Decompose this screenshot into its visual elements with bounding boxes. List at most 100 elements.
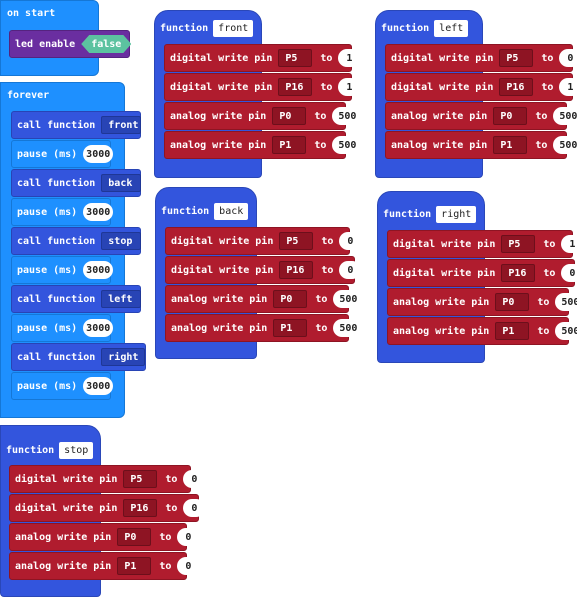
digital-write-p5[interactable]: digital write pin P5 to 1 <box>164 44 361 72</box>
value-field[interactable]: 1 <box>338 78 361 96</box>
value-field[interactable]: 0 <box>339 232 362 250</box>
pin-dropdown[interactable]: P0 <box>495 293 530 311</box>
pin-dropdown[interactable]: P5 <box>499 49 534 67</box>
to-label: to <box>314 110 327 122</box>
pin-dropdown[interactable]: P0 <box>117 528 152 546</box>
pause-value[interactable]: 3000 <box>83 203 114 221</box>
call-function-right[interactable]: call function right <box>11 343 146 371</box>
call-function-name[interactable]: front <box>101 116 142 134</box>
analog-write-p0[interactable]: analog write pin P0 to 0 <box>9 523 200 551</box>
pause-label: pause (ms) <box>17 148 78 160</box>
analog-write-p1[interactable]: analog write pin P1 to 500 <box>164 131 363 159</box>
function-name-field[interactable]: back <box>214 203 249 220</box>
digital-write-p16[interactable]: digital write pin P16 to 1 <box>164 73 361 101</box>
pause-value[interactable]: 3000 <box>83 145 114 163</box>
value-field[interactable]: 1 <box>338 49 361 67</box>
block-label: digital write pin <box>171 235 274 247</box>
value-field[interactable]: 0 <box>183 499 206 517</box>
pin-dropdown[interactable]: P0 <box>273 290 308 308</box>
to-label: to <box>543 238 556 250</box>
pause-block[interactable]: pause (ms) 3000 <box>11 372 114 400</box>
value-field[interactable]: 1 <box>561 235 577 253</box>
block-label: analog write pin <box>170 139 267 151</box>
function-name-field[interactable]: left <box>434 20 469 37</box>
led-enable-value[interactable]: false <box>81 35 131 53</box>
value-field[interactable]: 0 <box>561 264 577 282</box>
analog-write-p0[interactable]: analog write pin P0 to 500 <box>165 285 364 313</box>
call-function-name[interactable]: back <box>101 174 142 192</box>
to-label: to <box>321 264 334 276</box>
pause-block[interactable]: pause (ms) 3000 <box>11 140 114 168</box>
pin-dropdown[interactable]: P5 <box>279 232 314 250</box>
pin-dropdown[interactable]: P1 <box>495 322 530 340</box>
call-function-name[interactable]: left <box>101 290 142 308</box>
pin-dropdown[interactable]: P0 <box>272 107 307 125</box>
led-enable-block[interactable]: led enable false <box>9 30 130 58</box>
on-start-label: on start <box>7 8 56 19</box>
value-field[interactable]: 500 <box>333 319 364 337</box>
analog-write-p1[interactable]: analog write pin P1 to 500 <box>165 314 364 342</box>
value-field[interactable]: 0 <box>339 261 362 279</box>
digital-write-p5[interactable]: digital write pin P5 to 0 <box>165 227 362 255</box>
pause-block[interactable]: pause (ms) 3000 <box>11 314 114 342</box>
value-field[interactable]: 500 <box>332 107 363 125</box>
value-field[interactable]: 0 <box>183 470 206 488</box>
digital-write-p5[interactable]: digital write pin P5 to 0 <box>9 465 206 493</box>
block-label: analog write pin <box>15 560 112 572</box>
pin-dropdown[interactable]: P16 <box>501 264 536 282</box>
pause-block[interactable]: pause (ms) 3000 <box>11 256 114 284</box>
value-field[interactable]: 500 <box>555 293 577 311</box>
analog-write-p1[interactable]: analog write pin P1 to 500 <box>387 317 577 345</box>
pause-value[interactable]: 3000 <box>83 377 114 395</box>
call-function-front[interactable]: call function front <box>11 111 142 139</box>
value-field[interactable]: 0 <box>177 528 200 546</box>
block-label: digital write pin <box>15 473 118 485</box>
analog-write-p1[interactable]: analog write pin P1 to 0 <box>9 552 200 580</box>
analog-write-p0[interactable]: analog write pin P0 to 500 <box>385 102 577 130</box>
value-field[interactable]: 500 <box>553 107 577 125</box>
value-field[interactable]: 0 <box>559 49 577 67</box>
call-function-name[interactable]: right <box>101 348 145 366</box>
pin-dropdown[interactable]: P16 <box>278 78 313 96</box>
digital-write-p5[interactable]: digital write pin P5 to 0 <box>385 44 577 72</box>
function-keyword: function <box>6 445 55 456</box>
function-name-field[interactable]: stop <box>59 442 94 459</box>
call-function-stop[interactable]: call function stop <box>11 227 142 255</box>
pin-dropdown[interactable]: P1 <box>493 136 528 154</box>
call-function-left[interactable]: call function left <box>11 285 142 313</box>
pin-dropdown[interactable]: P16 <box>499 78 534 96</box>
analog-write-p0[interactable]: analog write pin P0 to 500 <box>387 288 577 316</box>
pin-dropdown[interactable]: P5 <box>501 235 536 253</box>
digital-write-p16[interactable]: digital write pin P16 to 0 <box>387 259 577 287</box>
pin-dropdown[interactable]: P1 <box>272 136 307 154</box>
call-function-name[interactable]: stop <box>101 232 142 250</box>
analog-write-p1[interactable]: analog write pin P1 to 500 <box>385 131 577 159</box>
pin-dropdown[interactable]: P0 <box>493 107 528 125</box>
pause-value[interactable]: 3000 <box>83 261 114 279</box>
digital-write-p5[interactable]: digital write pin P5 to 1 <box>387 230 577 258</box>
pin-dropdown[interactable]: P1 <box>117 557 152 575</box>
function-keyword: function <box>383 209 432 220</box>
value-field[interactable]: 500 <box>553 136 577 154</box>
pin-dropdown[interactable]: P1 <box>273 319 308 337</box>
function-name-field[interactable]: front <box>213 20 254 37</box>
value-field[interactable]: 500 <box>555 322 577 340</box>
pin-dropdown[interactable]: P16 <box>123 499 158 517</box>
call-function-back[interactable]: call function back <box>11 169 142 197</box>
pin-dropdown[interactable]: P5 <box>123 470 158 488</box>
digital-write-p16[interactable]: digital write pin P16 to 1 <box>385 73 577 101</box>
pin-dropdown[interactable]: P5 <box>278 49 313 67</box>
analog-write-p0[interactable]: analog write pin P0 to 500 <box>164 102 363 130</box>
pin-dropdown[interactable]: P16 <box>279 261 314 279</box>
to-label: to <box>321 235 334 247</box>
function-name-field[interactable]: right <box>436 206 477 223</box>
value-field[interactable]: 1 <box>559 78 577 96</box>
value-field[interactable]: 0 <box>177 557 200 575</box>
digital-write-p16[interactable]: digital write pin P16 to 0 <box>165 256 362 284</box>
pause-value[interactable]: 3000 <box>83 319 114 337</box>
value-field[interactable]: 500 <box>332 136 363 154</box>
pause-block[interactable]: pause (ms) 3000 <box>11 198 114 226</box>
block-label: analog write pin <box>171 322 268 334</box>
digital-write-p16[interactable]: digital write pin P16 to 0 <box>9 494 206 522</box>
value-field[interactable]: 500 <box>333 290 364 308</box>
